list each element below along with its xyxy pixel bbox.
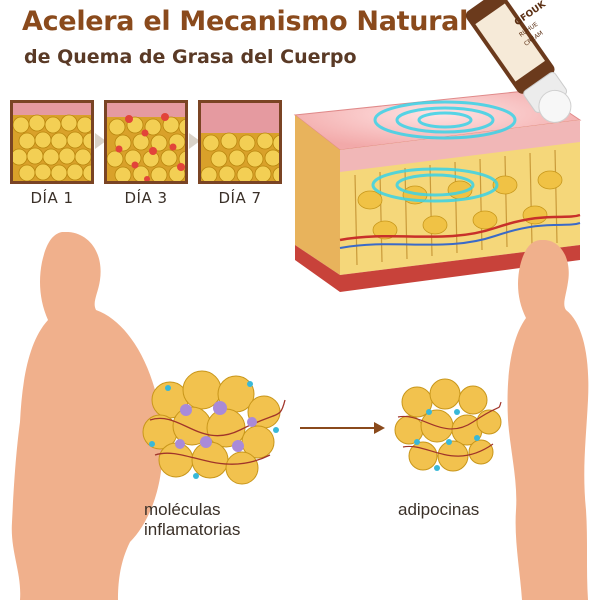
arrow-right-icon xyxy=(95,133,106,149)
page-subtitle: de Quema de Grasa del Cuerpo xyxy=(24,46,357,68)
fat-tissue-image xyxy=(13,103,91,181)
caption-inflammatory-molecules: moléculas inflamatorias xyxy=(144,500,240,540)
fat-cluster-inflamed xyxy=(142,370,286,485)
caption-adipokines: adipocinas xyxy=(398,500,480,519)
caption-line: inflamatorias xyxy=(144,520,241,539)
day-1-panel xyxy=(10,100,94,184)
arrow-right-icon xyxy=(189,133,200,149)
day-3-label: DÍA 3 xyxy=(124,189,168,207)
product-bottle: GFOUK RUHUE CREAM xyxy=(455,0,585,125)
product-bottle-image xyxy=(465,0,572,123)
fat-tissue-inflamed-image xyxy=(107,103,185,181)
day-7-label: DÍA 7 xyxy=(218,189,262,207)
day-3-panel xyxy=(104,100,188,184)
skin-layers-illustration xyxy=(293,89,582,292)
fat-tissue-reduced-image xyxy=(201,103,279,181)
day-1-label: DÍA 1 xyxy=(30,189,74,207)
body-silhouette-after xyxy=(507,240,589,600)
fat-cluster-healthy xyxy=(394,378,502,472)
body-silhouette-before xyxy=(11,232,163,600)
caption-line: moléculas xyxy=(144,500,221,519)
page-title: Acelera el Mecanismo Natural xyxy=(22,6,469,37)
day-7-panel xyxy=(198,100,282,184)
arrow-right-icon xyxy=(300,422,385,434)
